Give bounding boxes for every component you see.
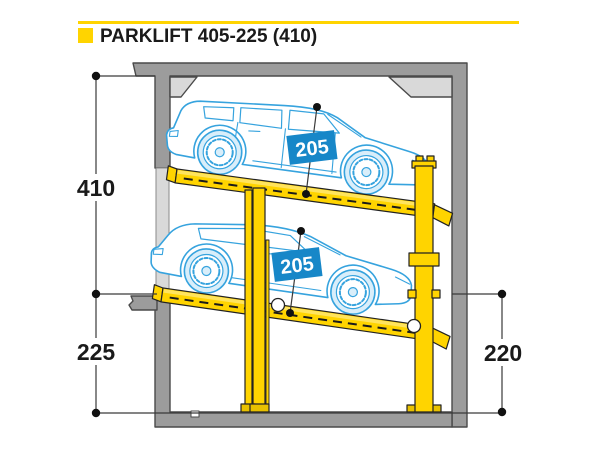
right-lift-column	[406, 155, 442, 413]
dimension-labels: 410 225 220	[70, 174, 529, 366]
central-column-base-b	[249, 403, 270, 413]
upper-platform-right-flap	[432, 204, 454, 227]
right-column-tab-left	[407, 289, 417, 299]
dim-label-220: 220	[484, 340, 522, 366]
upper-car-window-mid	[239, 107, 283, 129]
floor-notch	[190, 410, 200, 418]
central-lift-column	[240, 187, 270, 413]
header-accent-rule	[78, 21, 519, 24]
upper-car-front-wheel	[343, 149, 390, 195]
lower-car-taillight	[152, 248, 164, 256]
dim-label-225: 225	[77, 339, 116, 365]
lower-platform-top-face	[163, 289, 432, 332]
central-column-b	[252, 187, 266, 409]
ceiling-and-walls	[132, 62, 468, 428]
ceiling-chamfer-right	[388, 76, 453, 98]
platform-roller-right	[406, 318, 422, 334]
upper-height-value: 205	[294, 136, 330, 162]
upper-car-window-front	[287, 109, 340, 134]
right-column-collar	[408, 252, 440, 267]
lower-car-rear-wheel	[183, 248, 230, 294]
extension-lines	[96, 75, 502, 414]
upper-car-window-rear	[203, 106, 235, 122]
upper-platform-top-face	[177, 170, 434, 209]
lower-platform	[151, 284, 451, 350]
yellow-square-icon	[78, 28, 93, 43]
central-column-a	[244, 189, 253, 409]
upper-height-label: 205	[286, 130, 338, 165]
lower-car-front-wheel	[330, 269, 376, 315]
platform-roller-center	[270, 297, 286, 313]
right-column-tab-right	[431, 289, 441, 299]
right-column-shaft	[414, 165, 434, 413]
upper-car-rear-wheel	[196, 129, 243, 176]
page-title: PARKLIFT 405-225 (410)	[100, 26, 318, 47]
lower-platform-drive-line	[169, 296, 424, 336]
lower-height-label: 205	[271, 247, 323, 282]
upper-car-taillight	[168, 129, 179, 137]
left-wall-opening	[155, 167, 170, 297]
dim-label-410: 410	[77, 175, 115, 201]
ground-slab	[128, 295, 158, 311]
dimension-dots	[91, 71, 507, 418]
central-piston-rod	[265, 239, 270, 409]
lower-height-value: 205	[279, 253, 315, 279]
ceiling-chamfer-left	[169, 76, 198, 98]
